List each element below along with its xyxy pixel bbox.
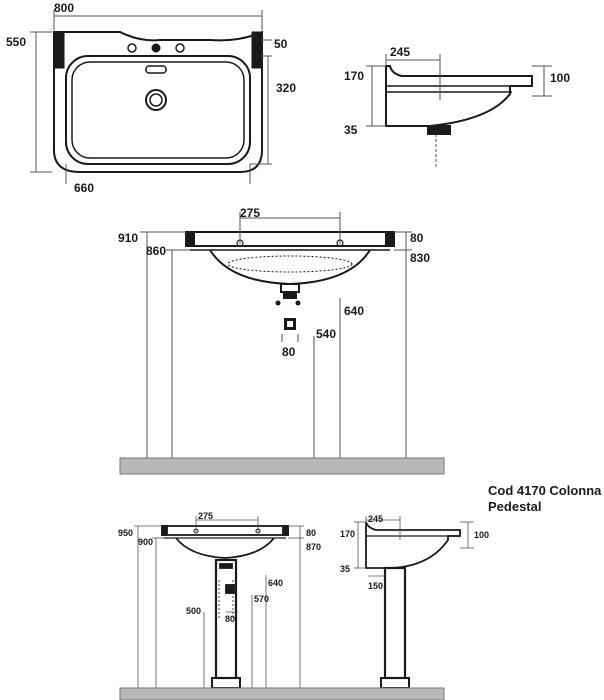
pedestal-front-view bbox=[161, 525, 289, 689]
front-view-trap bbox=[280, 283, 300, 293]
dim-ped-side-projection: 245 bbox=[368, 514, 383, 524]
top-view-drain bbox=[145, 89, 167, 111]
dim-ped-rim-height: 950 bbox=[118, 528, 133, 538]
floor-upper bbox=[119, 457, 445, 475]
top-view-dimensions bbox=[30, 10, 272, 184]
top-view-bowl-inner bbox=[71, 61, 245, 159]
dim-ped-side-column-depth: 150 bbox=[368, 581, 383, 591]
dim-front-trap-width: 80 bbox=[282, 345, 296, 359]
dim-side-projection: 245 bbox=[390, 45, 410, 59]
dim-top-bowl-depth: 320 bbox=[276, 81, 296, 95]
dim-ped-basin-height: 870 bbox=[306, 542, 321, 552]
dim-ped-side-lower: 35 bbox=[340, 564, 350, 574]
dim-ped-tap-spacing: 275 bbox=[198, 511, 213, 521]
dim-front-waste-height: 640 bbox=[344, 304, 364, 318]
dim-side-front-height: 100 bbox=[550, 71, 570, 85]
dim-top-depth: 550 bbox=[6, 35, 26, 49]
dim-front-basin-height: 830 bbox=[410, 251, 430, 265]
top-view-outline bbox=[53, 30, 263, 173]
front-view-bowl bbox=[209, 249, 371, 286]
dim-top-rim: 50 bbox=[274, 37, 288, 51]
dim-front-rim-height: 910 bbox=[118, 231, 138, 245]
mounting-symbols bbox=[275, 300, 301, 330]
pedestal-side-base bbox=[380, 677, 410, 689]
dim-side-lower: 35 bbox=[344, 123, 358, 137]
top-view bbox=[53, 30, 263, 173]
bolt-icon bbox=[275, 300, 281, 306]
pedestal-side-dimensions bbox=[354, 516, 474, 577]
dim-front-top-thickness: 80 bbox=[410, 231, 424, 245]
front-view-dimensions bbox=[140, 212, 412, 458]
tap-hole-left bbox=[127, 43, 137, 53]
pedestal-side-view bbox=[365, 521, 461, 689]
dim-ped-trap-height: 570 bbox=[254, 594, 269, 604]
bolt-icon bbox=[295, 300, 301, 306]
dim-front-trap-height: 540 bbox=[316, 327, 336, 341]
pedestal-base bbox=[211, 677, 241, 689]
pedestal-side-column bbox=[383, 566, 407, 680]
top-view-rim-right bbox=[251, 31, 263, 69]
top-view-drain-inner bbox=[149, 93, 163, 107]
dim-front-rim-inner-height: 860 bbox=[146, 244, 166, 258]
side-view bbox=[385, 65, 533, 135]
dim-ped-side-front-height: 100 bbox=[474, 530, 489, 540]
dim-side-height: 170 bbox=[344, 69, 364, 83]
front-view bbox=[185, 231, 395, 299]
side-view-dimensions bbox=[366, 54, 552, 168]
dim-ped-side-height: 170 bbox=[340, 529, 355, 539]
dim-top-width: 800 bbox=[54, 1, 74, 15]
pedestal-code-label: Cod 4170 Colonna bbox=[488, 483, 602, 498]
floor-lower bbox=[119, 687, 445, 700]
dim-front-tap-spacing: 275 bbox=[240, 206, 260, 220]
side-view-trap bbox=[427, 125, 451, 135]
top-view-bowl-outer bbox=[65, 55, 251, 165]
dim-top-bowl-width: 660 bbox=[74, 181, 94, 195]
tap-hole-center bbox=[151, 43, 161, 53]
dim-ped-column-height: 500 bbox=[186, 606, 201, 616]
top-view-rim-left bbox=[53, 31, 65, 69]
tap-hole-right bbox=[175, 43, 185, 53]
overflow-slot bbox=[145, 65, 167, 74]
pedestal-title-label: Pedestal bbox=[488, 499, 541, 514]
dim-ped-top-thickness: 80 bbox=[306, 528, 316, 538]
dim-ped-waste-height: 640 bbox=[268, 578, 283, 588]
front-view-top bbox=[185, 231, 395, 247]
pedestal-front-dimensions bbox=[134, 516, 304, 688]
dim-ped-rim-inner-height: 900 bbox=[138, 537, 153, 547]
side-view-body bbox=[385, 65, 533, 127]
dim-ped-trap-width: 80 bbox=[225, 614, 235, 624]
